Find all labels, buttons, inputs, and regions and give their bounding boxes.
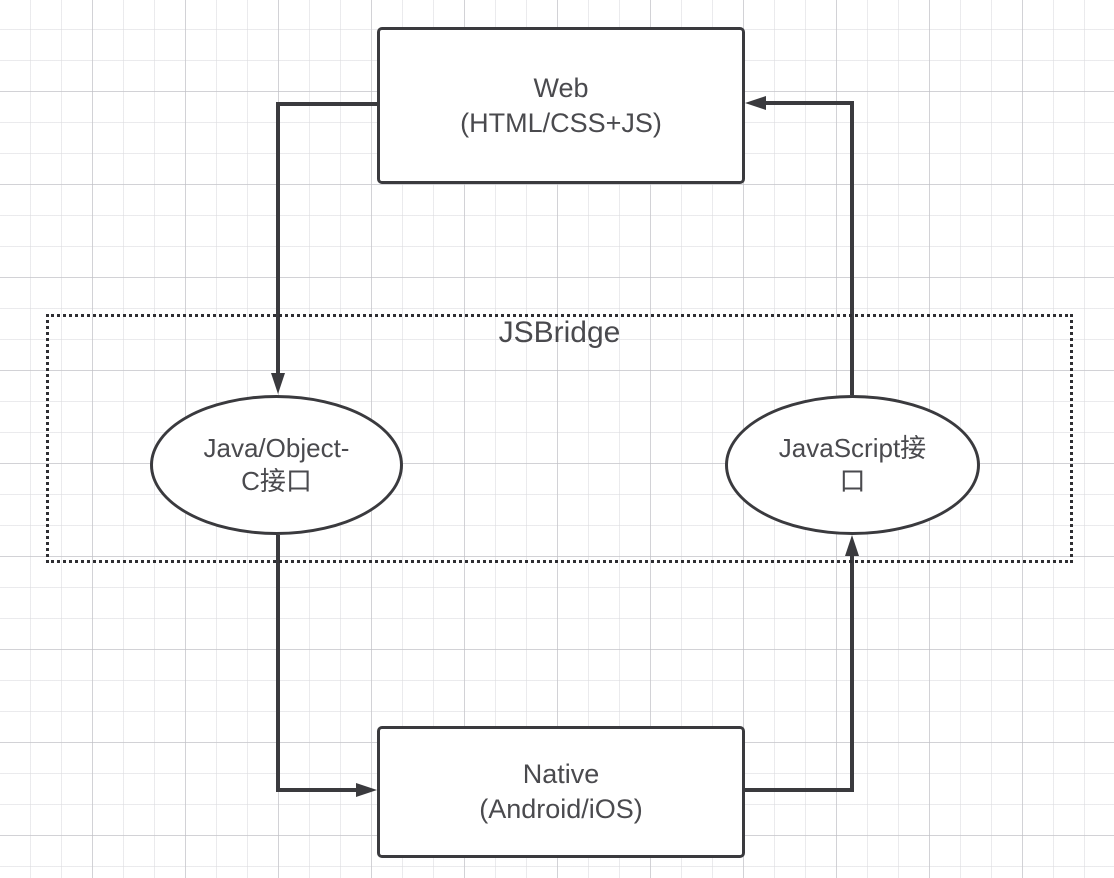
jsbridge-group-label: JSBridge <box>498 316 621 349</box>
node-java-interface-label-line2: C接口 <box>241 466 312 496</box>
node-java-interface-label-line1: Java/Object- <box>203 432 350 463</box>
node-java-interface[interactable]: Java/Object- C接口 <box>150 395 403 535</box>
node-web-label: Web (HTML/CSS+JS) <box>460 71 662 140</box>
node-native-label: Native (Android/iOS) <box>479 757 643 826</box>
node-web-label-line2: (HTML/CSS+JS) <box>460 107 662 138</box>
node-web-label-line1: Web <box>533 72 589 103</box>
node-javascript-interface-label-line2: 口 <box>839 466 866 496</box>
node-javascript-interface[interactable]: JavaScript接 口 <box>725 395 980 535</box>
node-native-label-line1: Native <box>522 759 600 790</box>
node-java-interface-label: Java/Object- C接口 <box>204 432 350 499</box>
edge-java-to-native <box>276 535 377 797</box>
node-javascript-interface-label-line1: JavaScript接 <box>778 432 927 463</box>
jsbridge-group-boundary <box>46 314 1073 563</box>
node-native[interactable]: Native (Android/iOS) <box>377 726 745 858</box>
edge-native-to-javascript <box>745 535 859 792</box>
node-javascript-interface-label: JavaScript接 口 <box>779 432 926 499</box>
node-native-label-line2: (Android/iOS) <box>479 794 643 824</box>
node-web[interactable]: Web (HTML/CSS+JS) <box>377 27 745 184</box>
